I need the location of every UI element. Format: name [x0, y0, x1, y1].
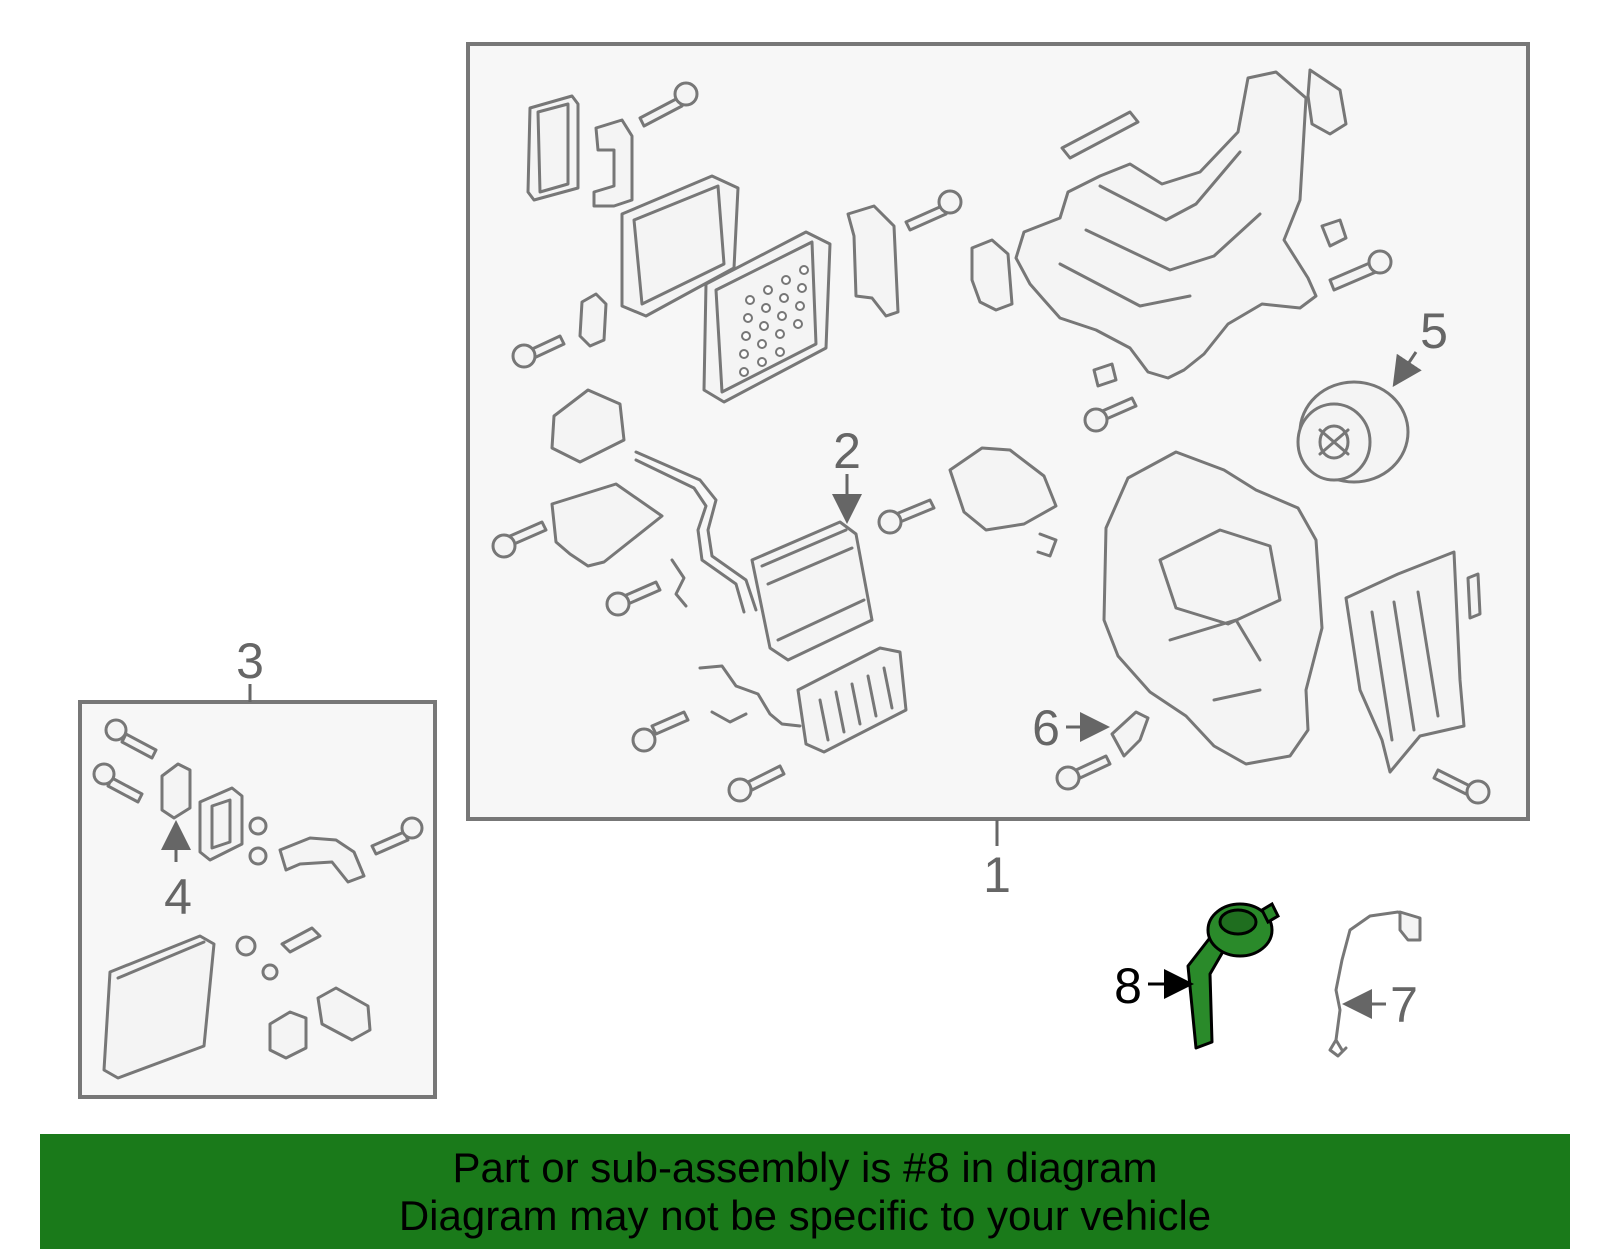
- cover-icon: [550, 388, 626, 464]
- bolt-icon: [1432, 768, 1491, 805]
- hvac-case-icon: [1102, 450, 1324, 766]
- clip-icon: [1466, 572, 1482, 620]
- ac-line-icon: [278, 836, 366, 884]
- clip-icon: [1036, 532, 1058, 558]
- bolt-icon: [605, 580, 662, 617]
- banner-line-2: Diagram may not be specific to your vehi…: [398, 1192, 1212, 1239]
- connector-icon: [316, 986, 372, 1042]
- ptc-heater-icon: [796, 646, 908, 754]
- bolt-icon: [638, 81, 699, 128]
- vent-icon: [1060, 110, 1140, 160]
- heater-pipe-icon: [634, 450, 758, 614]
- clamp-icon: [670, 558, 688, 608]
- bolt-icon: [92, 762, 144, 804]
- bolt-icon: [491, 520, 548, 559]
- callout-2: 2: [833, 423, 861, 479]
- bolt-icon: [511, 334, 566, 369]
- callout-8: 8: [1114, 958, 1142, 1014]
- callout-4: 4: [164, 869, 192, 925]
- seal-gasket-icon: [526, 94, 580, 202]
- leader-line-5: [1392, 351, 1422, 387]
- bracket-icon: [592, 118, 634, 208]
- clip-icon: [578, 292, 608, 348]
- bracket-icon: [846, 204, 900, 318]
- highlighted-part-8-icon: [1186, 901, 1280, 1050]
- side-cover-icon: [1344, 550, 1466, 774]
- o-ring-icon: [248, 846, 268, 866]
- seal-plate-icon: [198, 786, 244, 862]
- sensor-harness-icon: [1328, 910, 1414, 1058]
- callout-5: 5: [1420, 303, 1448, 359]
- harness-icon: [698, 664, 802, 728]
- clip-icon: [1092, 362, 1118, 388]
- bolt-icon: [727, 764, 786, 803]
- evaporator-icon: [102, 934, 216, 1080]
- pipe-bracket-icon: [550, 482, 664, 568]
- valve-stem-icon: [280, 926, 322, 954]
- bolt-icon: [631, 710, 690, 753]
- cabin-filter-icon: [702, 230, 832, 404]
- bolt-icon: [370, 816, 424, 856]
- bolt-icon: [1083, 396, 1138, 433]
- bolt-icon: [104, 718, 158, 760]
- callout-1: 1: [983, 847, 1011, 903]
- clip-icon: [1320, 218, 1348, 248]
- bolt-icon: [904, 189, 963, 232]
- cap-icon: [268, 1010, 308, 1060]
- o-ring-icon: [248, 816, 268, 836]
- sensor-clip-icon: [1110, 710, 1150, 758]
- bolt-icon: [1328, 249, 1393, 292]
- o-ring-icon: [235, 935, 257, 957]
- expansion-valve-icon: [160, 762, 192, 820]
- air-duct-icon: [1014, 70, 1318, 380]
- info-banner: Part or sub-assembly is #8 in diagram Di…: [40, 1134, 1570, 1249]
- o-ring-icon: [261, 963, 279, 981]
- duct-seal-icon: [970, 238, 1014, 312]
- blower-motor-icon: [1296, 380, 1410, 484]
- bolt-icon: [877, 498, 936, 535]
- clip-icon: [710, 710, 748, 724]
- callout-3: 3: [236, 633, 264, 689]
- callout-7: 7: [1390, 977, 1418, 1033]
- connector-icon: [1398, 910, 1422, 942]
- callout-6: 6: [1032, 700, 1060, 756]
- actuator-icon: [948, 446, 1058, 532]
- bracket-icon: [1306, 68, 1348, 136]
- bolt-icon: [1055, 754, 1112, 791]
- banner-line-1: Part or sub-assembly is #8 in diagram: [452, 1144, 1158, 1191]
